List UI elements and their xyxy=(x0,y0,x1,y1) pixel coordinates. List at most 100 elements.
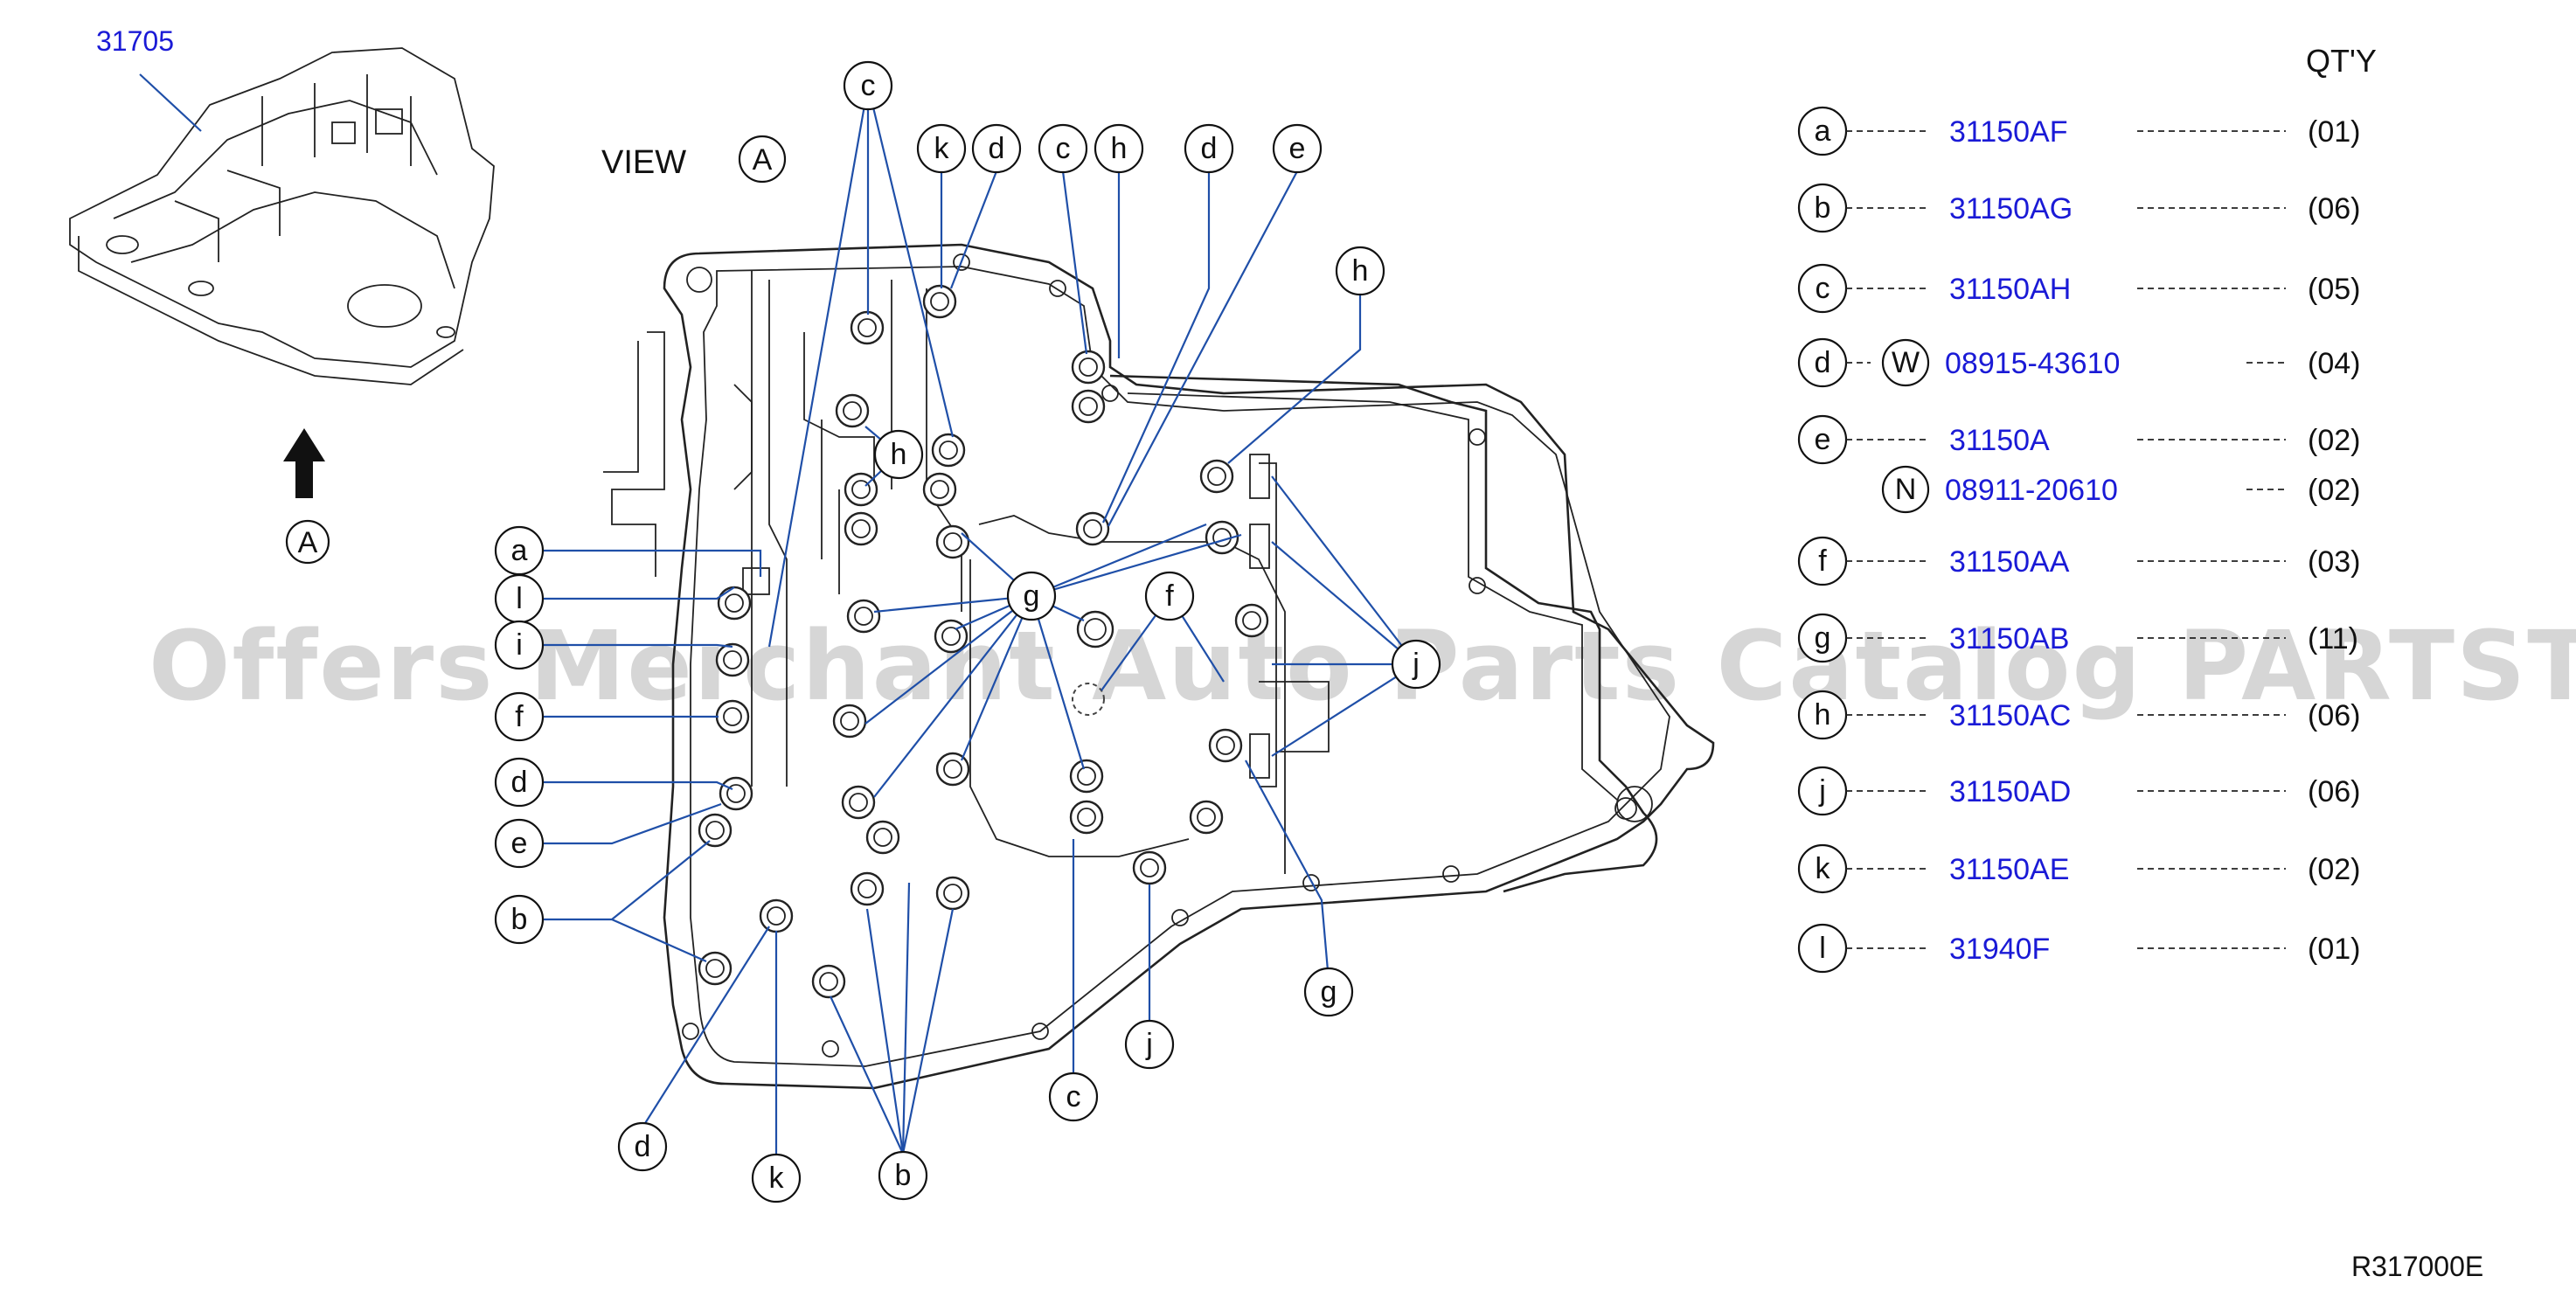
parts-row-ref[interactable]: k xyxy=(1797,843,1848,894)
parts-row-ref[interactable]: j xyxy=(1797,766,1848,816)
assembly-part-number[interactable]: 31705 xyxy=(96,25,174,57)
callout-top[interactable]: d xyxy=(1184,123,1234,174)
parts-row-prefix[interactable]: N xyxy=(1881,465,1930,514)
callout-left-circle[interactable] xyxy=(494,691,545,742)
callout-bottom-circle[interactable] xyxy=(1048,1072,1099,1122)
callout-left-circle[interactable] xyxy=(494,620,545,670)
callout-top-circle[interactable] xyxy=(916,123,967,174)
parts-row-ref[interactable]: e xyxy=(1797,414,1848,465)
callout-bottom[interactable]: g xyxy=(1303,967,1354,1017)
part-number-link[interactable]: 31150AH xyxy=(1949,273,2071,306)
callout-bottom-circle[interactable] xyxy=(1124,1019,1175,1070)
part-number-link[interactable]: 31150AB xyxy=(1949,622,2069,655)
callout-top-circle[interactable] xyxy=(1272,123,1323,174)
callout-bottom[interactable]: b xyxy=(878,1150,928,1201)
parts-row-prefix[interactable]: W xyxy=(1881,338,1930,387)
callout-bottom[interactable]: k xyxy=(751,1153,802,1203)
callout-top[interactable]: c xyxy=(1038,123,1088,174)
callout-bottom-letter: c xyxy=(1066,1080,1081,1113)
parts-row-ref-letter: h xyxy=(1815,698,1831,732)
callout-top[interactable]: d xyxy=(971,123,1022,174)
part-number-link[interactable]: 31150A xyxy=(1949,424,2050,457)
callout-top[interactable]: e xyxy=(1272,123,1323,174)
callout-top[interactable]: k xyxy=(916,123,967,174)
callout-left-circle[interactable] xyxy=(494,818,545,869)
part-number-link[interactable]: 08915-43610 xyxy=(1945,347,2120,380)
part-qty: (06) xyxy=(2308,699,2360,732)
callout-top-letter: d xyxy=(1201,132,1218,165)
parts-row: a 31150AF (01) xyxy=(1797,106,2360,156)
callout-bottom-circle[interactable] xyxy=(878,1150,928,1201)
part-number-link[interactable]: 31150AC xyxy=(1949,699,2071,732)
qty-heading: QT'Y xyxy=(2306,43,2377,79)
part-qty: (01) xyxy=(2308,115,2360,149)
parts-row-ref[interactable]: l xyxy=(1797,923,1848,974)
callout-inner-letter: h xyxy=(891,438,907,471)
callout-inner[interactable]: g xyxy=(1006,571,1057,621)
parts-row-ref[interactable]: b xyxy=(1797,183,1848,233)
parts-row-ref[interactable]: g xyxy=(1797,613,1848,663)
view-label: VIEW A xyxy=(601,135,787,184)
parts-row-ref[interactable]: h xyxy=(1797,690,1848,740)
callout-top-circle[interactable] xyxy=(1094,123,1144,174)
callout-top-circle[interactable] xyxy=(843,60,893,111)
callout-left[interactable]: d xyxy=(494,757,545,808)
part-number-link[interactable]: 31150AF xyxy=(1949,115,2067,149)
part-number-link[interactable]: 08911-20610 xyxy=(1945,474,2118,507)
callout-top[interactable]: c xyxy=(843,60,893,111)
callout-left[interactable]: e xyxy=(494,818,545,869)
callout-inner[interactable]: j xyxy=(1391,639,1441,690)
part-number-link[interactable]: 31150AE xyxy=(1949,853,2069,886)
part-number-link[interactable]: 31940F xyxy=(1949,933,2050,966)
callout-left-circle[interactable] xyxy=(494,894,545,945)
callout-bottom[interactable]: d xyxy=(617,1121,668,1172)
parts-row-ref-letter: a xyxy=(1815,114,1831,148)
part-number-link[interactable]: 31150AD xyxy=(1949,775,2071,808)
part-number-link[interactable]: 31150AA xyxy=(1949,545,2070,579)
callout-left-circle[interactable] xyxy=(494,757,545,808)
parts-row-ref[interactable]: c xyxy=(1797,263,1848,314)
part-qty: (02) xyxy=(2308,474,2360,507)
callout-left[interactable]: f xyxy=(494,691,545,742)
part-number-link[interactable]: 31150AG xyxy=(1949,192,2073,225)
parts-row-prefix-circle[interactable] xyxy=(1881,465,1930,514)
callout-left-letter: f xyxy=(515,700,524,733)
callout-left[interactable]: b xyxy=(494,894,545,945)
callout-left[interactable]: a xyxy=(494,525,545,576)
callout-top-circle[interactable] xyxy=(1038,123,1088,174)
valve-body-plate xyxy=(603,243,1715,1090)
callout-inner-circle[interactable] xyxy=(1144,571,1195,621)
callout-bottom-circle[interactable] xyxy=(751,1153,802,1203)
callout-bottom-circle[interactable] xyxy=(617,1121,668,1172)
callout-inner-circle[interactable] xyxy=(1391,639,1441,690)
parts-row-ref[interactable]: f xyxy=(1797,536,1848,586)
callout-bottom[interactable]: j xyxy=(1124,1019,1175,1070)
callout-bottom-circle[interactable] xyxy=(1303,967,1354,1017)
callout-top-circle[interactable] xyxy=(971,123,1022,174)
part-qty: (02) xyxy=(2308,853,2360,886)
callout-inner-circle[interactable] xyxy=(1006,571,1057,621)
callout-inner-circle[interactable] xyxy=(873,429,924,480)
callout-left-letter: e xyxy=(511,827,528,860)
parts-row: N 08911-20610 (02) xyxy=(1881,465,2360,514)
callout-bottom[interactable]: c xyxy=(1048,1072,1099,1122)
callout-inner[interactable]: h xyxy=(873,429,924,480)
parts-row-prefix-circle[interactable] xyxy=(1881,338,1930,387)
callout-left-letter: i xyxy=(516,628,523,662)
callout-bottom-letter: d xyxy=(635,1130,651,1163)
part-qty: (06) xyxy=(2308,775,2360,808)
callout-left[interactable]: l xyxy=(494,573,545,624)
callout-inner[interactable]: f xyxy=(1144,571,1195,621)
callout-top-circle[interactable] xyxy=(1184,123,1234,174)
callout-top-circle[interactable] xyxy=(1335,246,1385,296)
parts-row-ref[interactable]: d xyxy=(1797,337,1848,388)
parts-row-prefix-letter: W xyxy=(1892,346,1920,379)
parts-row-ref[interactable]: a xyxy=(1797,106,1848,156)
callout-left[interactable]: i xyxy=(494,620,545,670)
callout-top[interactable]: h xyxy=(1094,123,1144,174)
callout-top-letter: e xyxy=(1289,132,1306,165)
callout-top[interactable]: h xyxy=(1335,246,1385,296)
parts-row: h 31150AC (06) xyxy=(1797,690,2360,740)
